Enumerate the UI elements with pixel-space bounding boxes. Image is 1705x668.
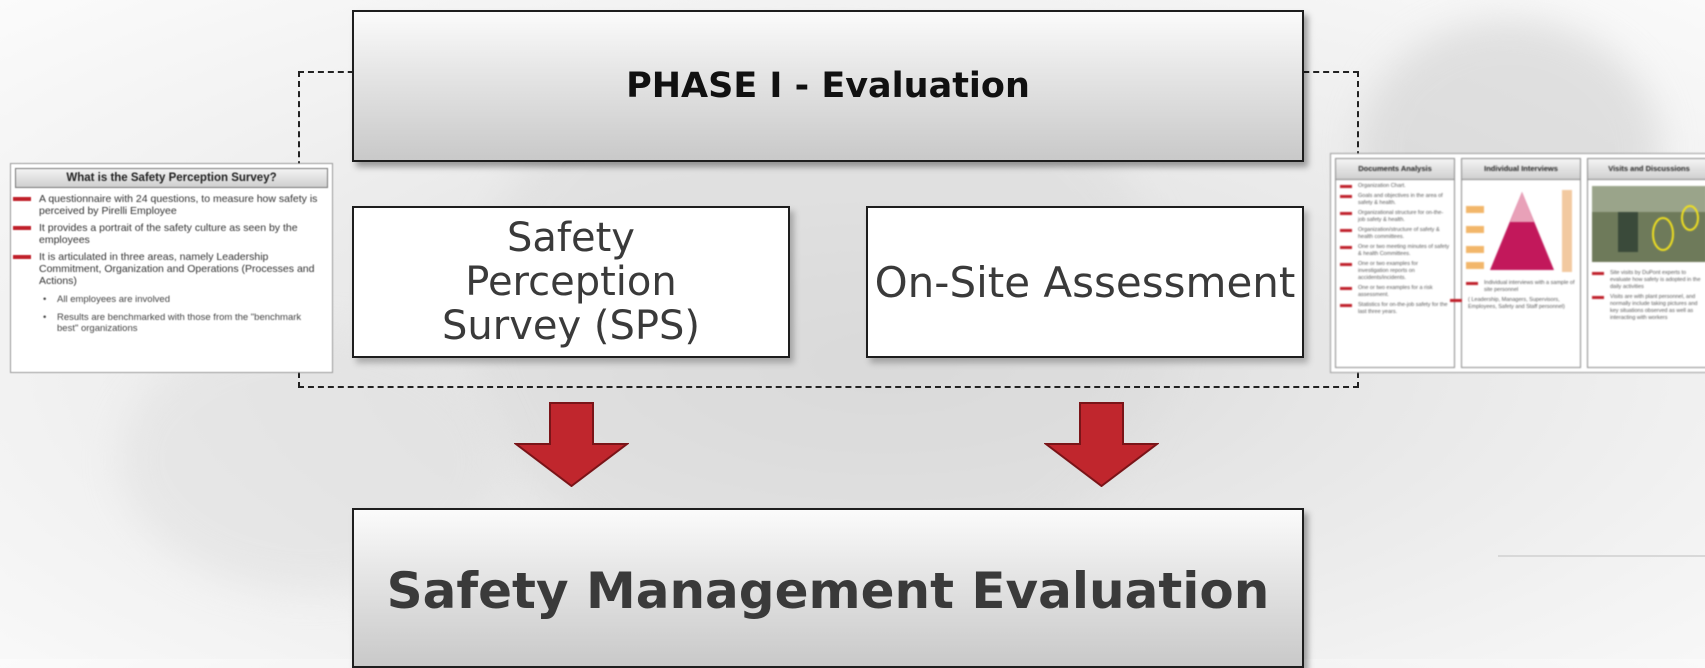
decorative-line — [1498, 555, 1705, 557]
column-header: Documents Analysis — [1336, 159, 1454, 180]
down-arrow-icon — [1044, 402, 1159, 487]
column-line: One or two meeting minutes of safety & h… — [1340, 244, 1450, 257]
bullet-marker — [13, 197, 31, 201]
down-arrow-icon — [514, 402, 629, 487]
column-line: ( Leadership, Managers, Supervisors, Emp… — [1450, 297, 1576, 311]
column-line: Statistics for on-the-job safety for the… — [1340, 302, 1450, 316]
thumbnail-sub-bullet: •All employees are involved — [43, 294, 171, 305]
column-line: Individual interviews with a sample of s… — [1466, 280, 1575, 293]
phase-title-box: PHASE I - Evaluation — [352, 10, 1304, 162]
thumbnail-column-interviews: Individual Interviews Individual intervi… — [1450, 158, 1581, 368]
thumbnail-column-documents: Documents Analysis Organization Chart. G… — [1335, 158, 1455, 368]
thumbnail-bullet-text: It is articulated in three areas, namely… — [39, 251, 315, 287]
sps-box: Safety Perception Survey (SPS) — [352, 206, 790, 358]
thumbnail-sub-bullet: •Results are benchmarked with those from… — [43, 312, 324, 334]
result-title: Safety Management Evaluation — [386, 562, 1270, 620]
sps-thumbnail-slide: What is the Safety Perception Survey? A … — [10, 163, 333, 373]
thumbnail-bullet: A questionnaire with 24 questions, to me… — [13, 193, 326, 217]
site-photo-icon — [1592, 186, 1705, 262]
column-header: Visits and Discussions — [1588, 159, 1705, 180]
column-line: Goals and objectives in the area of safe… — [1340, 193, 1450, 207]
column-line: Organizational structure for on-the-job … — [1340, 210, 1450, 224]
safety-management-evaluation-box: Safety Management Evaluation — [352, 508, 1304, 668]
phase-title: PHASE I - Evaluation — [626, 66, 1030, 106]
thumbnail-sub-bullet-text: All employees are involved — [57, 294, 171, 305]
onsite-thumbnail-slide: Documents Analysis Organization Chart. G… — [1330, 153, 1705, 373]
thumbnail-bullet: It provides a portrait of the safety cul… — [13, 222, 326, 246]
column-line: One or two examples for investigation re… — [1340, 261, 1450, 282]
thumbnail-sub-bullet-text: Results are benchmarked with those from … — [57, 312, 302, 334]
thumbnail-bullet-text: It provides a portrait of the safety cul… — [39, 222, 298, 246]
column-line: Organization Chart. — [1340, 183, 1450, 190]
onsite-assessment-box: On-Site Assessment — [866, 206, 1304, 358]
column-line: One or two examples for a risk assessmen… — [1340, 285, 1450, 299]
column-line: Visits are with plant personnel, and nor… — [1592, 294, 1705, 322]
sps-label: Safety Perception Survey (SPS) — [442, 215, 700, 349]
thumbnail-bullet-text: A questionnaire with 24 questions, to me… — [39, 193, 318, 217]
thumbnail-title: What is the Safety Perception Survey? — [15, 168, 328, 188]
bullet-marker — [13, 226, 31, 230]
pyramid-icon — [1466, 190, 1572, 272]
onsite-label: On-Site Assessment — [874, 257, 1296, 307]
column-header: Individual Interviews — [1462, 159, 1580, 180]
bullet-marker — [13, 255, 31, 259]
column-line: Site visits by DuPont experts to evaluat… — [1592, 270, 1705, 291]
column-line: Organization/structure of safety & healt… — [1340, 227, 1450, 241]
thumbnail-column-visits: Visits and Discussions Site visits by Du… — [1587, 158, 1705, 368]
thumbnail-bullet: It is articulated in three areas, namely… — [13, 251, 326, 287]
